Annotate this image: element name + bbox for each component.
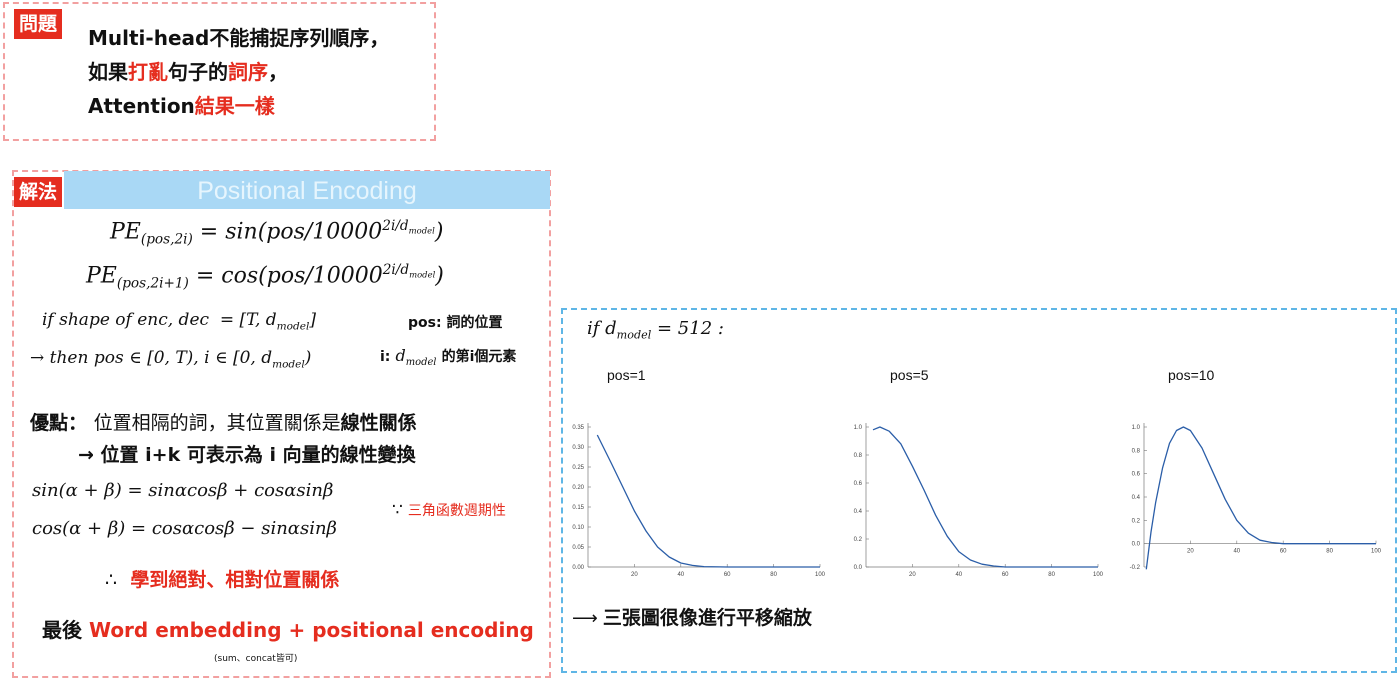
x-tick-label: 80 [1048,572,1055,578]
pos-label-10: pos=10 [1168,367,1215,383]
x-tick-label: 60 [724,572,731,578]
dmodel-condition: if dmodel = 512 : [587,318,724,342]
x-tick-label: 100 [1371,549,1382,555]
conclusion-line: ⟶ 三張圖很像進行平移縮放 [572,607,812,629]
problem-line-3: Attention結果一樣 [88,94,275,118]
y-tick-label: 0.30 [572,445,584,451]
y-tick-label: 0.2 [1132,518,1141,524]
y-tick-label: 0.0 [854,565,863,571]
series-line [1145,426,1376,570]
therefore-line: ∴ 學到絕對、相對位置關係 [105,569,340,591]
pos-label-5: pos=5 [890,367,929,383]
problem-tag: 問題 [14,9,63,39]
plot-pos-5: 0.0 0.2 0.4 0.6 0.8 1.0 20 40 60 80 100 [854,423,1104,578]
series-line [872,426,1098,568]
range-formula: → then pos ∈ [0, T), i ∈ [0, dmodel) [30,348,312,371]
cos-identity: cos(α + β) = cosαcosβ − sinαsinβ [32,518,337,539]
because-note: ∵ 三角函數週期性 [392,500,506,520]
sin-identity: sin(α + β) = sinαcosβ + cosαsinβ [32,480,334,501]
y-tick-label: 0.4 [1132,495,1141,501]
y-tick-label: 0.00 [572,565,584,571]
y-tick-label: -0.2 [1130,565,1141,571]
solution-header-title: Positional Encoding [197,177,417,205]
problem-text: Multi-head不能捕捉序列順序， 如果打亂句子的詞序， Attention… [88,21,389,123]
linear-transform-line: → 位置 i+k 可表示為 i 向量的線性變換 [78,444,416,466]
y-tick-label: 1.0 [854,425,863,431]
problem-line-1: Multi-head不能捕捉序列順序， [88,26,390,50]
x-tick-label: 40 [955,572,962,578]
x-tick-label: 80 [1326,549,1333,555]
y-tick-label: 1.0 [1132,425,1141,431]
problem-box [3,2,436,141]
plot-pos-1: 0.00 0.05 0.10 0.15 0.20 0.25 0.30 0.35 20 40 60 80… [572,423,826,578]
series-line [596,434,820,568]
final-note: (sum、concat皆可) [214,654,298,664]
x-tick-label: 100 [815,572,826,578]
final-line: 最後 Word embedding + positional encoding [42,618,534,642]
y-tick-label: 0.25 [572,465,584,471]
x-tick-label: 60 [1002,572,1009,578]
x-tick-label: 40 [677,572,684,578]
pos-note: pos: 詞的位置 [408,315,503,331]
problem-line-2: 如果打亂句子的詞序， [88,60,288,84]
pe-cos-formula: PE(pos,2i+1) = cos(pos/100002i/dmodel) [86,262,444,292]
y-tick-label: 0.8 [1132,448,1141,454]
y-tick-label: 0.15 [572,505,584,511]
y-tick-label: 0.8 [854,453,863,459]
shape-formula: if shape of enc, dec = [T, dmodel] [42,310,316,333]
pos-label-1: pos=1 [607,367,646,383]
pe-sin-formula: PE(pos,2i) = sin(pos/100002i/dmodel) [110,218,444,248]
y-tick-label: 0.6 [1132,472,1141,478]
y-tick-label: 0.6 [854,481,863,487]
x-tick-label: 80 [770,572,777,578]
y-tick-label: 0.20 [572,485,584,491]
y-tick-label: 0.4 [854,509,863,515]
x-tick-label: 100 [1093,572,1104,578]
y-tick-label: 0.10 [572,525,584,531]
solution-header-bar: Positional Encoding [64,171,550,209]
x-tick-label: 20 [1187,549,1194,555]
i-note: i: dmodel 的第i個元素 [380,346,517,369]
x-tick-label: 20 [909,572,916,578]
advantage-line: 優點： 位置相隔的詞，其位置關係是線性關係 [30,412,417,434]
y-tick-label: 0.05 [572,545,584,551]
solution-tag: 解法 [14,177,63,207]
y-tick-label: 0.2 [854,537,863,543]
x-tick-label: 40 [1233,549,1240,555]
plot-pos-10: -0.2 0.0 0.2 0.4 0.6 0.8 1.0 20 40 60 80 100 [1130,423,1382,571]
plots-box [561,308,1397,673]
x-tick-label: 60 [1280,549,1287,555]
y-tick-label: 0.0 [1132,542,1141,548]
x-tick-label: 20 [631,572,638,578]
y-tick-label: 0.35 [572,425,584,431]
